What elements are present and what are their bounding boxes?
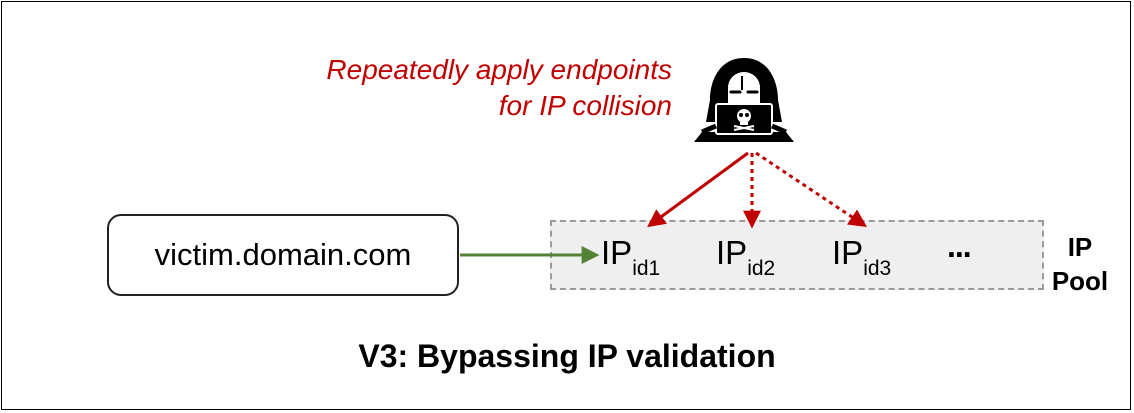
ip-id3-main: IP: [832, 234, 864, 271]
figure-caption: V3: Bypassing IP validation: [358, 338, 776, 374]
annotation-line-1: Repeatedly apply endpoints: [326, 54, 672, 85]
ip-id3: IPid3: [832, 234, 891, 280]
ip-id2: IPid2: [716, 234, 775, 280]
ip-pool-label: IP Pool: [1040, 230, 1120, 298]
attack-arrow-id1: [647, 151, 749, 228]
ip-ellipsis: ...: [947, 228, 972, 264]
ip-id1-main: IP: [601, 234, 633, 271]
domain-box: victim.domain.com: [107, 214, 459, 296]
pool-label-line-1: IP: [1067, 232, 1093, 262]
hacker-icon: [694, 58, 794, 142]
ip-id1-sub: id1: [632, 257, 661, 280]
ip-id1: IPid1: [601, 234, 660, 280]
attack-annotation: Repeatedly apply endpoints for IP collis…: [326, 52, 672, 124]
ip-id2-main: IP: [716, 234, 748, 271]
ip-pool-box: [550, 220, 1044, 290]
pool-label-line-2: Pool: [1051, 266, 1109, 296]
attack-arrow-id3: [755, 151, 867, 227]
ip-id2-sub: id2: [747, 257, 776, 280]
annotation-line-2: for IP collision: [498, 90, 672, 121]
domain-label: victim.domain.com: [154, 237, 412, 272]
ip-id3-sub: id3: [863, 257, 892, 280]
